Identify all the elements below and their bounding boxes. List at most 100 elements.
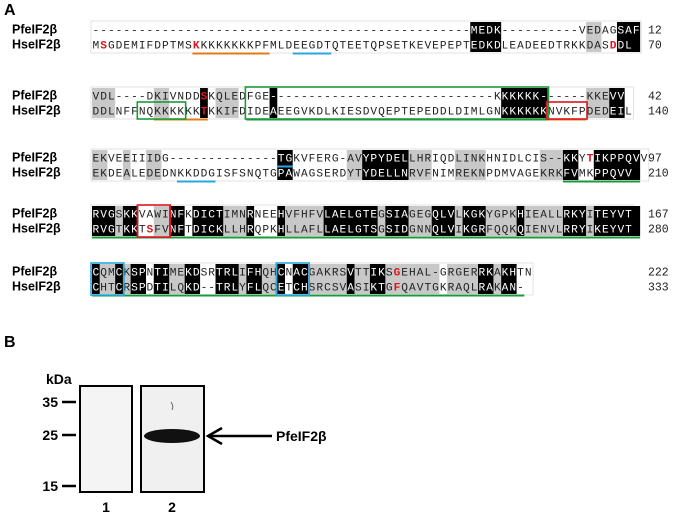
similar-shade bbox=[215, 88, 239, 118]
residue: - bbox=[309, 92, 316, 104]
similar-shade bbox=[238, 264, 247, 294]
residue: N bbox=[170, 210, 177, 222]
residue: A bbox=[347, 154, 354, 166]
residue: H bbox=[509, 268, 516, 280]
residue: I bbox=[216, 169, 223, 181]
residue: V bbox=[617, 225, 624, 237]
residue: L bbox=[131, 169, 138, 181]
residue: F bbox=[231, 107, 238, 119]
residue: E bbox=[602, 92, 609, 104]
residue: L bbox=[324, 225, 331, 237]
residue: K bbox=[185, 169, 192, 181]
marker-label: 25 bbox=[42, 427, 58, 443]
residue: K bbox=[494, 92, 501, 104]
residue: G bbox=[394, 268, 401, 280]
residue: S bbox=[355, 283, 362, 295]
residue: I bbox=[525, 210, 532, 222]
residue: K bbox=[502, 268, 509, 280]
residue: - bbox=[239, 154, 246, 166]
residue: E bbox=[463, 169, 470, 181]
residue: L bbox=[170, 283, 177, 295]
residue: S bbox=[316, 169, 323, 181]
residue: D bbox=[316, 41, 323, 53]
residue: I bbox=[463, 154, 470, 166]
residue: D bbox=[440, 107, 447, 119]
alignment-block: PfeIF2β---------------------------------… bbox=[12, 20, 662, 55]
residue: M bbox=[270, 41, 277, 53]
residue: F bbox=[154, 225, 161, 237]
residue: A bbox=[286, 169, 293, 181]
residue: - bbox=[100, 26, 107, 38]
identical-shade bbox=[501, 88, 548, 118]
residue: K bbox=[494, 283, 501, 295]
residue: K bbox=[177, 169, 184, 181]
residue: - bbox=[533, 26, 540, 38]
residue: L bbox=[108, 107, 115, 119]
residue: - bbox=[262, 154, 269, 166]
residue: - bbox=[378, 26, 385, 38]
motif-box bbox=[275, 262, 310, 296]
residue: H bbox=[100, 283, 107, 295]
residue: - bbox=[231, 26, 238, 38]
residue: K bbox=[571, 154, 578, 166]
residue: I bbox=[525, 225, 532, 237]
residue: Q bbox=[262, 268, 269, 280]
residue: L bbox=[440, 225, 447, 237]
residue: H bbox=[301, 210, 308, 222]
residue: S bbox=[309, 283, 316, 295]
lane-1-blot bbox=[79, 385, 133, 493]
residue: - bbox=[170, 26, 177, 38]
identical-shade bbox=[593, 206, 641, 236]
residue: K bbox=[193, 41, 200, 53]
residue: K bbox=[162, 107, 169, 119]
residue: K bbox=[370, 283, 377, 295]
identical-shade bbox=[200, 88, 208, 118]
residue: K bbox=[123, 268, 130, 280]
residue: K bbox=[587, 92, 594, 104]
similar-shade bbox=[377, 206, 386, 236]
residue: E bbox=[533, 210, 540, 222]
residue: E bbox=[340, 210, 347, 222]
similar-shade bbox=[285, 206, 324, 236]
residue: D bbox=[610, 41, 617, 53]
residue: I bbox=[162, 283, 169, 295]
residue: A bbox=[540, 210, 547, 222]
residue: E bbox=[370, 210, 377, 222]
residue: K bbox=[486, 268, 493, 280]
residue: - bbox=[278, 26, 285, 38]
identical-shade bbox=[346, 264, 355, 294]
residue: V bbox=[548, 225, 555, 237]
residue: D bbox=[509, 154, 516, 166]
residue: V bbox=[617, 169, 624, 181]
residue: G bbox=[309, 268, 316, 280]
similar-shade bbox=[408, 206, 432, 236]
residue: T bbox=[355, 169, 362, 181]
residue: E bbox=[401, 268, 408, 280]
residue: - bbox=[293, 26, 300, 38]
residue: G bbox=[355, 225, 362, 237]
residue: S bbox=[131, 268, 138, 280]
residue: V bbox=[610, 92, 617, 104]
residue: S bbox=[116, 210, 123, 222]
residue: T bbox=[363, 225, 370, 237]
residue: L bbox=[231, 225, 238, 237]
residue: N bbox=[170, 169, 177, 181]
residue: A bbox=[347, 283, 354, 295]
protein-band bbox=[144, 429, 200, 443]
residue: - bbox=[286, 26, 293, 38]
residue: - bbox=[463, 92, 470, 104]
residue: I bbox=[432, 154, 439, 166]
residue: - bbox=[139, 26, 146, 38]
residue: G bbox=[409, 225, 416, 237]
residue: L bbox=[502, 41, 509, 53]
residue: E bbox=[93, 154, 100, 166]
residue: K bbox=[479, 210, 486, 222]
residue: A bbox=[502, 283, 509, 295]
residue: Q bbox=[378, 107, 385, 119]
residue: Q bbox=[255, 225, 262, 237]
residue: W bbox=[154, 210, 161, 222]
residue: E bbox=[301, 41, 308, 53]
residue: G bbox=[108, 210, 115, 222]
residue: Y bbox=[486, 210, 493, 222]
residue: M bbox=[93, 41, 100, 53]
